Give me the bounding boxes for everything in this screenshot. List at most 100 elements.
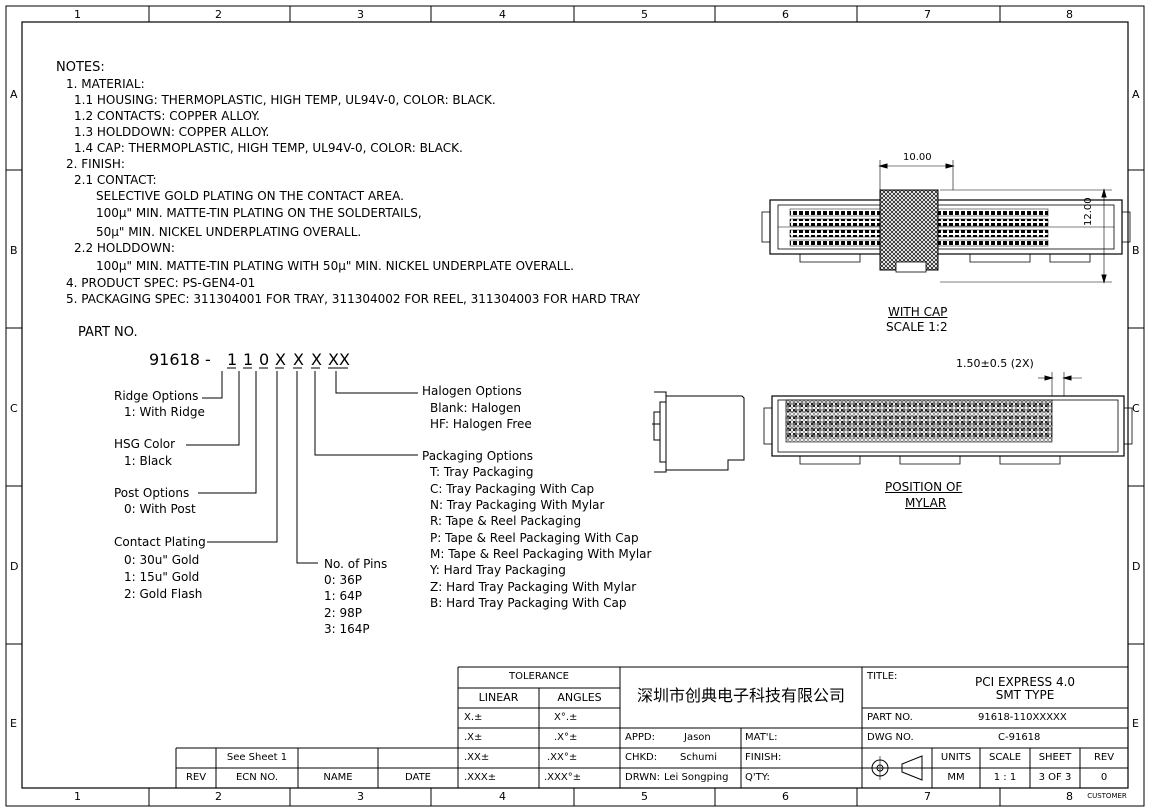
col-label-8: 8 — [1066, 8, 1073, 21]
row-label-a: A — [10, 88, 18, 101]
col-label-8-bottom: 8 — [1066, 790, 1073, 803]
col-label-7-bottom: 7 — [924, 790, 931, 803]
rev-value: 0 — [1100, 772, 1108, 783]
ridge-option: 1: With Ridge — [124, 405, 205, 419]
hsg-color-option: 1: Black — [124, 454, 172, 468]
row-label-e-right: E — [1132, 717, 1139, 730]
part-no-base: 91618 - — [149, 350, 211, 369]
part-no-char-pins: X — [293, 350, 304, 369]
row-label-c-right: C — [1132, 402, 1140, 415]
dwgno-label: DWG NO. — [867, 732, 914, 743]
part-no-char-hsg: 1 — [243, 350, 254, 369]
zone-ticks — [6, 6, 1144, 806]
tol-angle: .XX°± — [547, 752, 578, 763]
note-line: 4. PRODUCT SPEC: PS-GEN4-01 — [66, 276, 256, 290]
linear-header: LINEAR — [478, 691, 519, 704]
sheet-frame — [5, 5, 1145, 807]
pins-title: No. of Pins — [324, 557, 388, 571]
rev-label: REV — [1093, 752, 1115, 763]
note-line: 50µ" MIN. NICKEL UNDERPLATING OVERALL. — [96, 225, 362, 239]
tol-linear: .XX± — [464, 752, 490, 763]
note-line: 5. PACKAGING SPEC: 311304001 FOR TRAY, 3… — [66, 292, 641, 306]
col-label-3: 3 — [357, 8, 364, 21]
note-line: 1. MATERIAL: — [66, 77, 145, 91]
part-number-leaders — [186, 367, 418, 564]
packaging-option: P: Tape & Reel Packaging With Cap — [430, 531, 639, 545]
contact-plating-title: Contact Plating — [114, 535, 206, 549]
tolerance-header: TOLERANCE — [508, 671, 570, 682]
part-no-char-plating: X — [275, 350, 286, 369]
with-cap-label: WITH CAP — [888, 305, 948, 319]
row-label-e: E — [10, 717, 17, 730]
customer-label: CUSTOMER — [1087, 792, 1127, 800]
date-column-header: DATE — [404, 772, 431, 783]
packaging-option: T: Tray Packaging — [430, 465, 534, 479]
drawing-title-line1: PCI EXPRESS 4.0 — [974, 675, 1076, 689]
col-label-6: 6 — [782, 8, 789, 21]
note-line: SELECTIVE GOLD PLATING ON THE CONTACT AR… — [96, 189, 404, 203]
position-of-label: POSITION OF — [885, 480, 963, 494]
partno-label: PART NO. — [867, 712, 913, 723]
note-line: 2.2 HOLDDOWN: — [74, 241, 175, 255]
packaging-option: R: Tape & Reel Packaging — [430, 514, 582, 528]
dwgno-value: C-91618 — [998, 732, 1041, 743]
col-label-4: 4 — [499, 8, 506, 21]
appd-label: APPD: — [625, 732, 655, 743]
packaging-option: C: Tray Packaging With Cap — [430, 482, 595, 496]
part-no-label: PART NO. — [78, 325, 138, 340]
col-label-2: 2 — [215, 8, 222, 21]
company-name: 深圳市创典电子科技有限公司 — [636, 686, 845, 705]
col-label-7: 7 — [924, 8, 931, 21]
row-label-b-right: B — [1132, 244, 1140, 257]
col-label-2-bottom: 2 — [215, 790, 222, 803]
pins-option: 1: 64P — [324, 589, 362, 603]
matl-label: MAT'L: — [745, 732, 778, 743]
top-view-with-cap — [761, 160, 1131, 284]
title-label: TITLE: — [867, 671, 898, 682]
scale-value: 1 : 1 — [993, 772, 1017, 783]
cap-width-dim: 10.00 — [903, 152, 932, 163]
scale-label: SCALE — [988, 752, 1022, 763]
post-option: 0: With Post — [124, 502, 196, 516]
part-no-char-halogen: XX — [328, 350, 350, 369]
hsg-color-title: HSG Color — [114, 437, 176, 451]
packaging-option: Z: Hard Tray Packaging With Mylar — [430, 580, 637, 594]
row-label-d: D — [10, 560, 19, 573]
mylar-label: MYLAR — [905, 496, 947, 510]
angles-header: ANGLES — [557, 691, 602, 704]
packaging-option: B: Hard Tray Packaging With Cap — [430, 596, 627, 610]
contact-plating-option: 0: 30u" Gold — [124, 553, 200, 567]
appd-value: Jason — [684, 732, 711, 743]
packaging-option: M: Tape & Reel Packaging With Mylar — [430, 547, 652, 561]
col-label-3-bottom: 3 — [357, 790, 364, 803]
top-view-mylar — [763, 372, 1133, 465]
mylar-dim: 1.50±0.5 (2X) — [956, 357, 1034, 370]
note-line: 2.1 CONTACT: — [74, 173, 157, 187]
rev-column-header: REV — [185, 772, 207, 783]
col-label-6-bottom: 6 — [782, 790, 789, 803]
pins-option: 0: 36P — [324, 573, 362, 587]
notes-heading: NOTES: — [56, 60, 105, 75]
drwn-value: Lei Songping — [664, 772, 729, 783]
tol-angle: .X°± — [554, 732, 578, 743]
finish-label: FINISH: — [745, 752, 782, 763]
note-line: 1.1 HOUSING: THERMOPLASTIC, HIGH TEMP, U… — [74, 93, 496, 107]
row-label-b: B — [10, 244, 18, 257]
sheet-value: 3 OF 3 — [1038, 772, 1072, 783]
part-no-char-packaging: X — [311, 350, 322, 369]
tol-linear: .X± — [464, 732, 483, 743]
row-label-c: C — [10, 402, 18, 415]
note-line: 2. FINISH: — [66, 157, 125, 171]
packaging-title: Packaging Options — [422, 449, 534, 463]
see-sheet-note: See Sheet 1 — [226, 752, 288, 763]
pins-option: 2: 98P — [324, 606, 362, 620]
units-label: UNITS — [940, 752, 972, 763]
note-line: 1.4 CAP: THERMOPLASTIC, HIGH TEMP, UL94V… — [74, 141, 463, 155]
row-label-d-right: D — [1132, 560, 1141, 573]
col-label-4-bottom: 4 — [499, 790, 506, 803]
qty-label: Q'TY: — [745, 772, 770, 783]
part-no-char-post: 0 — [259, 350, 270, 369]
ridge-options-title: Ridge Options — [114, 389, 199, 403]
tol-linear: .XXX± — [464, 772, 497, 783]
col-label-1-bottom: 1 — [74, 790, 81, 803]
